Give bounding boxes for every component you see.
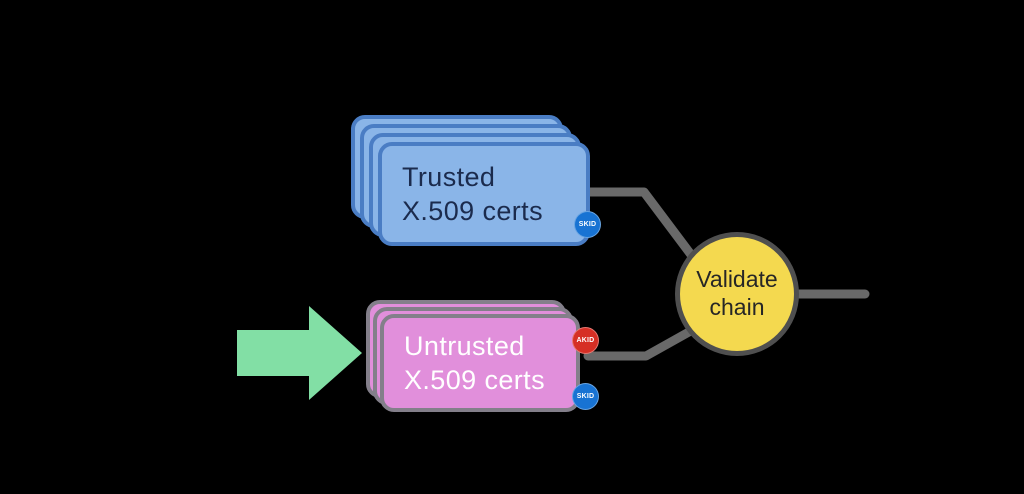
trusted-card-label-line1: Trusted xyxy=(402,161,496,192)
skid-badge-label: SKID xyxy=(578,221,597,228)
trusted-card-label-line2: X.509 certs xyxy=(402,196,543,226)
akid-badge-label: AKID xyxy=(576,337,595,344)
skid-badge: SKID xyxy=(572,383,599,410)
akid-badge: AKID xyxy=(572,327,599,354)
validate-chain-node: Validate chain xyxy=(675,232,799,356)
validate-node-label-line2: chain xyxy=(709,294,765,320)
trusted-to-validate-connector xyxy=(583,187,697,261)
untrusted-card-label-line1: Untrusted xyxy=(404,330,525,361)
untrusted-certs-card: Untrusted X.509 certs xyxy=(380,314,580,412)
input-flow-arrow-icon xyxy=(237,306,362,400)
skid-badge: SKID xyxy=(574,211,601,238)
untrusted-to-validate-connector xyxy=(583,323,701,361)
untrusted-card-label-line2: X.509 certs xyxy=(404,365,545,395)
validate-node-label-line1: Validate xyxy=(696,266,778,293)
skid-badge-label: SKID xyxy=(576,393,595,400)
connector-group xyxy=(583,187,870,361)
trusted-certs-card: Trusted X.509 certs xyxy=(378,142,590,246)
